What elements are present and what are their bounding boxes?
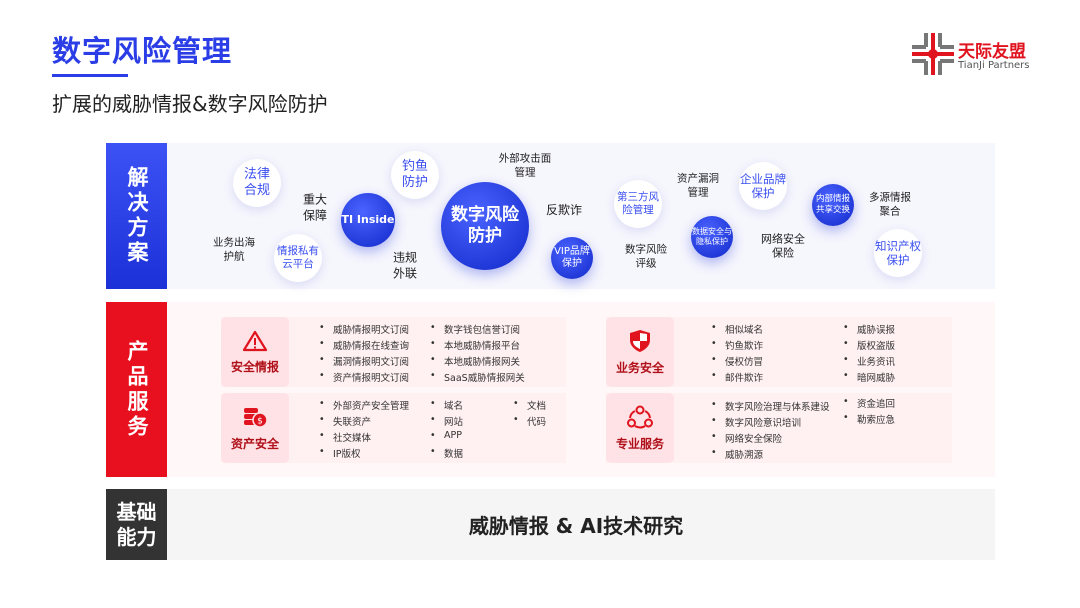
svg-text:$: $ (257, 416, 263, 426)
list-item: 外部资产安全管理 (319, 398, 409, 412)
coins-icon: $ (244, 407, 268, 428)
list-item: IP版权 (319, 446, 360, 460)
row-label-text: 解决方案 (125, 166, 149, 266)
bubble-label: 企业品牌保护 (740, 171, 786, 200)
solution-text: 违规外联 (392, 250, 417, 280)
list-item: SaaS威胁情报网关 (430, 370, 525, 384)
shield-icon (630, 329, 650, 352)
list-item: 威胁情报明文订阅 (319, 322, 409, 336)
list-item: 邮件欺诈 (711, 370, 763, 384)
list-item: 数据 (430, 446, 463, 460)
bubble-ti-inside: TI Inside (341, 193, 395, 247)
bubble-label: 数字风险防护 (451, 204, 519, 246)
bubble-label: 数据安全与隐私保护 (692, 227, 732, 246)
list-item: 暗网威胁 (843, 370, 895, 384)
title-underline (52, 74, 128, 77)
list-item: 文档 (513, 398, 546, 412)
bubble-label: 钓鱼防护 (401, 158, 428, 190)
bubble-phishing: 钓鱼防护 (391, 151, 439, 199)
list-item: APP (430, 430, 462, 441)
list-item: 侵权仿冒 (711, 354, 763, 368)
bubble-vip-brand: VIP品牌保护 (551, 237, 593, 279)
list-item: 数字风险意识培训 (711, 415, 801, 429)
list-item: 漏洞情报明文订阅 (319, 354, 409, 368)
solution-text: 资产漏洞管理 (677, 172, 719, 198)
bubble-label: 法律合规 (243, 166, 270, 198)
list-item: 业务资讯 (843, 354, 895, 368)
logo: 天际友盟 TianJi Partners (912, 33, 1042, 77)
bubble-legal-compliance: 法律合规 (233, 159, 281, 207)
card-title: 业务安全 (615, 360, 664, 375)
bubble-label: 内部情报共享交换 (815, 194, 850, 215)
list-item: 勒索应急 (843, 412, 895, 426)
row-label-text: 产品服务 (125, 339, 149, 440)
list-item: 数字风险治理与体系建设 (711, 399, 829, 413)
list-item: 威胁情报在线查询 (319, 338, 409, 352)
bubble-label: 知识产权保护 (875, 238, 921, 267)
list-item: 资金追回 (843, 396, 895, 410)
row-label-text: 基础能力 (116, 499, 157, 549)
card-title: 资产安全 (230, 436, 279, 451)
list-item: 钓鱼欺诈 (711, 338, 763, 352)
warning-icon (242, 330, 268, 351)
bubble-ip-protection: 知识产权保护 (874, 229, 922, 277)
card-pro-services: 专业服务 (606, 393, 674, 463)
list-item: 网站 (430, 414, 463, 428)
row-label-solutions: 解决方案 (106, 143, 167, 289)
bubble-intel-sharing: 内部情报共享交换 (812, 184, 854, 226)
list-item: 资产情报明文订阅 (319, 370, 409, 384)
row-label-foundation: 基础能力 (106, 489, 167, 560)
card-asset-security: $ 资产安全 (221, 393, 289, 463)
list-item: 失联资产 (319, 414, 371, 428)
list-item: 数字钱包信誉订阅 (430, 322, 520, 336)
network-icon (627, 405, 653, 428)
logo-name: 天际友盟 (958, 42, 1026, 62)
list-item: 威胁溯源 (711, 447, 763, 461)
solution-text: 反欺诈 (545, 203, 583, 218)
solution-text: 数字风险评级 (625, 243, 667, 269)
bubble-data-privacy: 数据安全与隐私保护 (691, 216, 733, 258)
solution-text: 重大保障 (302, 192, 327, 222)
list-item: 网络安全保险 (711, 431, 782, 445)
card-business-security: 业务安全 (606, 317, 674, 387)
solution-text: 外部攻击面管理 (498, 152, 552, 178)
bubble-label: TI Inside (341, 213, 395, 227)
bubble-private-cloud: 情报私有云平台 (274, 234, 322, 282)
logo-mark-icon (912, 33, 954, 75)
bubble-label: VIP品牌保护 (554, 245, 590, 270)
solution-text: 业务出海护航 (213, 236, 255, 262)
list-item: 版权盗版 (843, 338, 895, 352)
list-item: 社交媒体 (319, 430, 371, 444)
page-title: 数字风险管理 (52, 34, 233, 68)
card-title: 专业服务 (615, 436, 664, 451)
card-security-intel: 安全情报 (221, 317, 289, 387)
list-item: 相似域名 (711, 322, 763, 336)
bubble-enterprise-brand: 企业品牌保护 (739, 162, 787, 210)
list-item: 本地威胁情报网关 (430, 354, 520, 368)
card-title: 安全情报 (230, 359, 279, 374)
logo-english: TianJi Partners (958, 60, 1030, 71)
bubble-label: 情报私有云平台 (277, 244, 319, 270)
page-subtitle: 扩展的威胁情报&数字风险防护 (52, 92, 328, 116)
list-item: 域名 (430, 398, 463, 412)
list-item: 本地威胁情报平台 (430, 338, 520, 352)
bubble-label: 第三方风险管理 (617, 190, 659, 216)
list-item: 威胁误报 (843, 322, 895, 336)
list-item: 代码 (513, 414, 546, 428)
solution-text: 多源情报聚合 (869, 191, 911, 217)
foundation-panel: 威胁情报 & AI技术研究 (167, 489, 995, 560)
foundation-text: 威胁情报 & AI技术研究 (468, 514, 684, 538)
bubble-third-party: 第三方风险管理 (614, 180, 662, 228)
solution-text: 网络安全保险 (761, 232, 805, 260)
row-label-products: 产品服务 (106, 302, 167, 477)
bubble-digital-risk: 数字风险防护 (441, 182, 529, 270)
